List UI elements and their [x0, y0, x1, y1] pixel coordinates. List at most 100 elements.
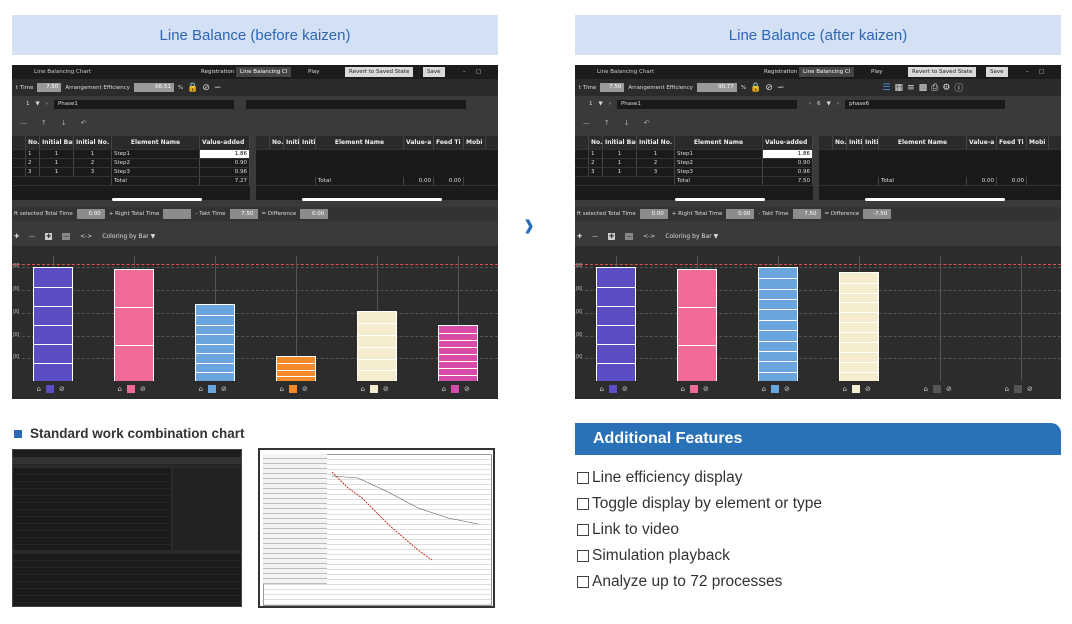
table-row[interactable]: 1 1 1 Step1 1.86 — [12, 150, 250, 159]
revert-button[interactable]: Revert to Saved State — [345, 67, 414, 77]
lock-icon[interactable]: ⌂ — [198, 385, 203, 393]
element-segment[interactable] — [839, 372, 878, 374]
element-segment[interactable] — [839, 312, 878, 314]
chart-icon[interactable]: ▩ — [918, 82, 928, 93]
element-segment[interactable] — [33, 363, 72, 365]
color-swatch-icon[interactable] — [126, 385, 135, 393]
element-segment[interactable] — [596, 325, 635, 327]
element-segment[interactable] — [114, 344, 153, 346]
nav-number[interactable]: 1 — [589, 101, 593, 107]
color-swatch-icon[interactable] — [207, 385, 216, 393]
ban-icon[interactable]: ⊘ — [783, 385, 790, 393]
element-segment[interactable] — [195, 315, 234, 316]
tab-registration[interactable]: Registration — [764, 69, 798, 75]
lock-icon[interactable]: ⌂ — [761, 385, 766, 393]
lock-icon[interactable]: 🔒 — [187, 82, 199, 93]
scrollbar[interactable] — [675, 198, 765, 201]
chevron-right-icon[interactable]: › — [836, 101, 840, 107]
element-segment[interactable] — [758, 340, 797, 342]
settings-icon[interactable]: ⚙ — [942, 82, 951, 93]
element-segment[interactable] — [195, 324, 234, 326]
process-bar[interactable] — [676, 268, 717, 381]
element-segment[interactable] — [438, 346, 477, 348]
minimize-icon[interactable]: – — [463, 69, 466, 75]
tab-registration[interactable]: Registration — [201, 69, 235, 75]
scrollbar[interactable] — [302, 198, 442, 201]
tab-line-balancing[interactable]: Line Balancing Cl — [236, 67, 292, 77]
chevron-right-icon[interactable]: › — [608, 101, 611, 107]
chevron-down-icon[interactable]: ▼ — [598, 101, 603, 107]
ban-icon[interactable]: ⊘ — [202, 82, 210, 93]
color-swatch-icon[interactable] — [689, 385, 698, 393]
save-button[interactable]: Save — [986, 67, 1008, 77]
element-segment[interactable] — [758, 319, 797, 321]
arrow-up-icon[interactable]: ↑ — [41, 119, 47, 127]
tab-line-balancing[interactable]: Line Balancing Cl — [799, 67, 855, 77]
lock-icon[interactable]: ⌂ — [36, 385, 41, 393]
element-segment[interactable] — [438, 332, 477, 334]
phase-field[interactable]: Phase1 — [53, 99, 234, 109]
element-segment[interactable] — [596, 344, 635, 346]
element-segment[interactable] — [596, 306, 635, 308]
ban-icon[interactable]: ⊘ — [702, 385, 709, 393]
minus-icon[interactable]: — — [29, 232, 36, 240]
element-segment[interactable] — [839, 292, 878, 294]
arrow-up-icon[interactable]: ↑ — [604, 119, 610, 127]
ban-icon[interactable]: ⊘ — [765, 82, 773, 93]
coloring-dropdown[interactable]: Coloring by Bar ▼ — [665, 232, 719, 240]
right-nav-number[interactable]: 6 — [817, 101, 821, 107]
lock-icon[interactable]: ⌂ — [1004, 385, 1009, 393]
chevron-down-icon[interactable]: ▼ — [826, 101, 831, 107]
save-button[interactable]: Save — [423, 67, 445, 77]
element-segment[interactable] — [839, 352, 878, 354]
process-bar[interactable] — [194, 304, 235, 381]
lock-icon[interactable]: ⌂ — [842, 385, 847, 393]
element-segment[interactable] — [357, 358, 396, 360]
minimize-icon[interactable]: – — [1026, 69, 1029, 75]
element-segment[interactable] — [839, 302, 878, 304]
arrow-down-icon[interactable]: ↓ — [623, 119, 630, 127]
element-segment[interactable] — [33, 344, 72, 346]
color-swatch-icon[interactable] — [1013, 385, 1022, 393]
element-segment[interactable] — [195, 353, 234, 355]
right-phase-field[interactable]: phase6 — [845, 99, 1006, 109]
process-bar[interactable] — [113, 268, 154, 381]
ban-icon[interactable]: ⊘ — [621, 385, 628, 393]
zoom-in-icon[interactable]: ✚ — [45, 232, 53, 240]
color-swatch-icon[interactable] — [288, 385, 297, 393]
color-swatch-icon[interactable] — [608, 385, 617, 393]
ban-icon[interactable]: ⊘ — [58, 385, 65, 393]
trend-icon[interactable]: ∽ — [776, 82, 785, 93]
element-segment[interactable] — [839, 282, 878, 284]
info-icon[interactable]: ⓘ — [954, 84, 964, 94]
element-segment[interactable] — [438, 339, 477, 341]
lock-icon[interactable]: ⌂ — [923, 385, 928, 393]
process-bar[interactable] — [275, 356, 316, 381]
element-segment[interactable] — [276, 363, 315, 365]
chevron-left-icon[interactable]: ‹ — [808, 101, 812, 107]
element-segment[interactable] — [357, 335, 396, 337]
element-segment[interactable] — [276, 369, 315, 371]
phase-field[interactable]: Phase1 — [616, 99, 797, 109]
element-segment[interactable] — [276, 375, 315, 377]
ban-icon[interactable]: ⊘ — [945, 385, 952, 393]
ban-icon[interactable]: ⊘ — [1026, 385, 1033, 393]
process-bar[interactable] — [838, 271, 879, 381]
ban-icon[interactable]: ⊘ — [382, 385, 389, 393]
element-segment[interactable] — [195, 362, 234, 364]
element-segment[interactable] — [33, 287, 72, 289]
plus-icon[interactable]: ✚ — [577, 232, 583, 240]
element-segment[interactable] — [33, 325, 72, 327]
chevron-down-icon[interactable]: ▼ — [35, 101, 40, 107]
table-row[interactable]: 1 1 1 Step1 1.86 — [575, 150, 813, 159]
lock-icon[interactable]: 🔒 — [750, 82, 762, 93]
element-segment[interactable] — [677, 344, 716, 346]
ban-icon[interactable]: ⊘ — [864, 385, 871, 393]
element-segment[interactable] — [758, 299, 797, 301]
scrollbar[interactable] — [865, 198, 1005, 201]
element-segment[interactable] — [758, 288, 797, 290]
print-icon[interactable]: ⎙ — [931, 82, 939, 93]
element-segment[interactable] — [758, 361, 797, 363]
element-segment[interactable] — [438, 360, 477, 362]
maximize-icon[interactable]: □ — [476, 69, 482, 75]
